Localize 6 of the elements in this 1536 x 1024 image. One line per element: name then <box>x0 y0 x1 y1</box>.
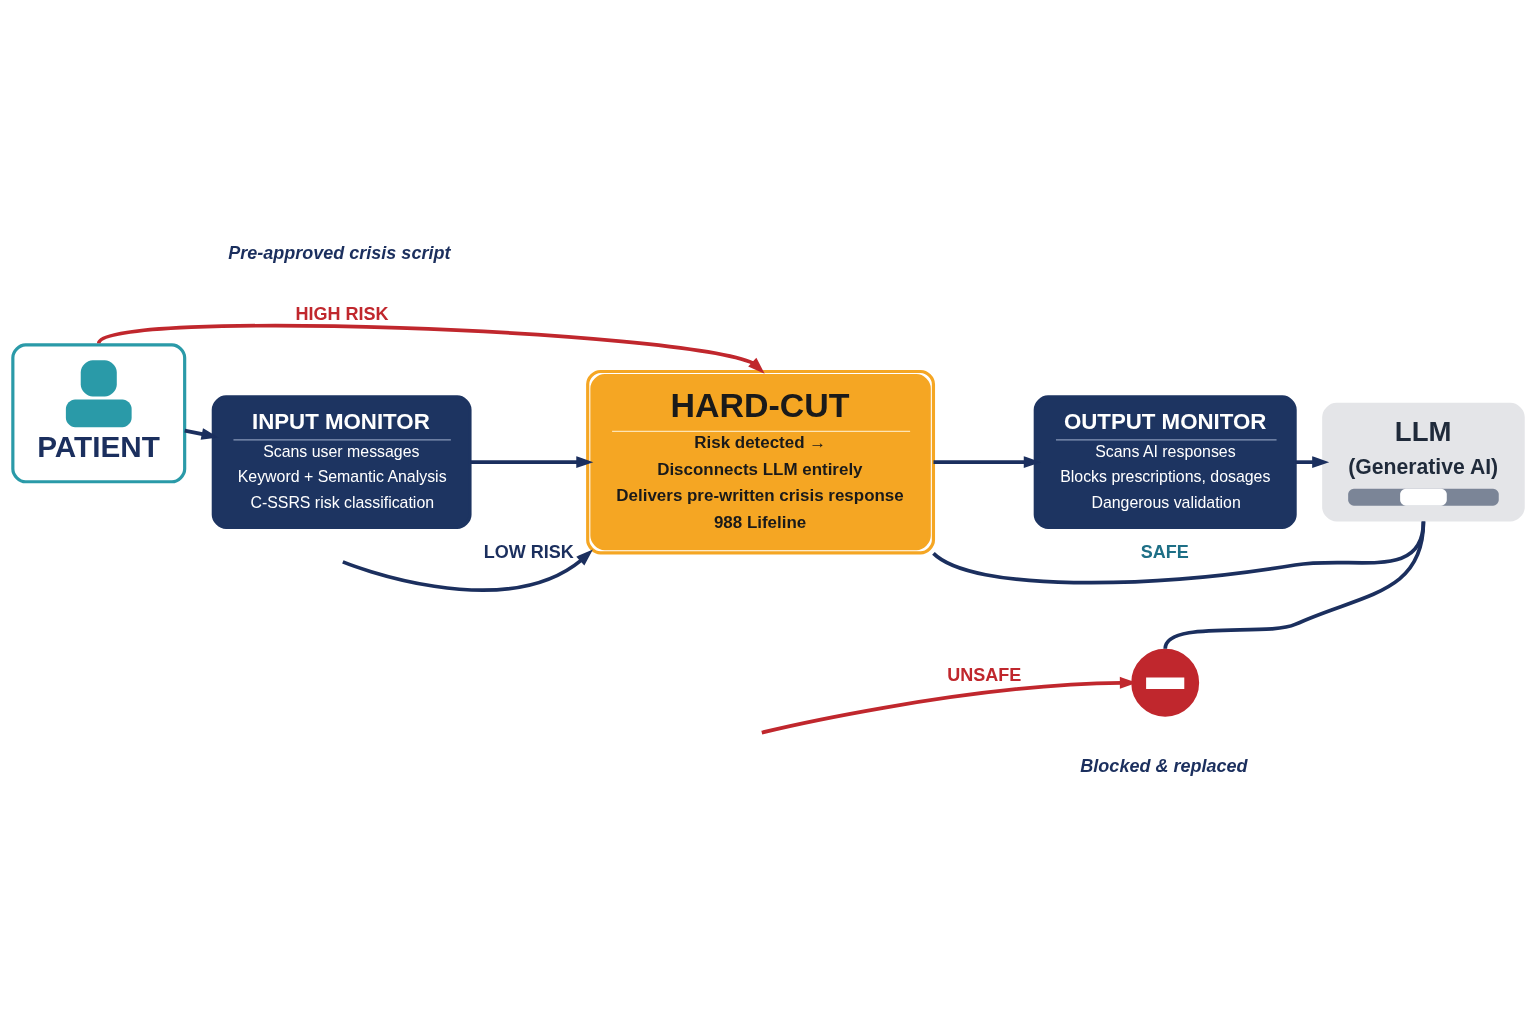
edge-label: HIGH RISK <box>295 303 389 324</box>
label: Pre-approved crisis script <box>228 242 451 263</box>
edge-label: LOW RISK <box>483 542 574 563</box>
edge-label: UNSAFE <box>947 665 1022 686</box>
label: Blocked & replaced <box>1080 755 1248 776</box>
edge-label: SAFE <box>1140 542 1189 563</box>
